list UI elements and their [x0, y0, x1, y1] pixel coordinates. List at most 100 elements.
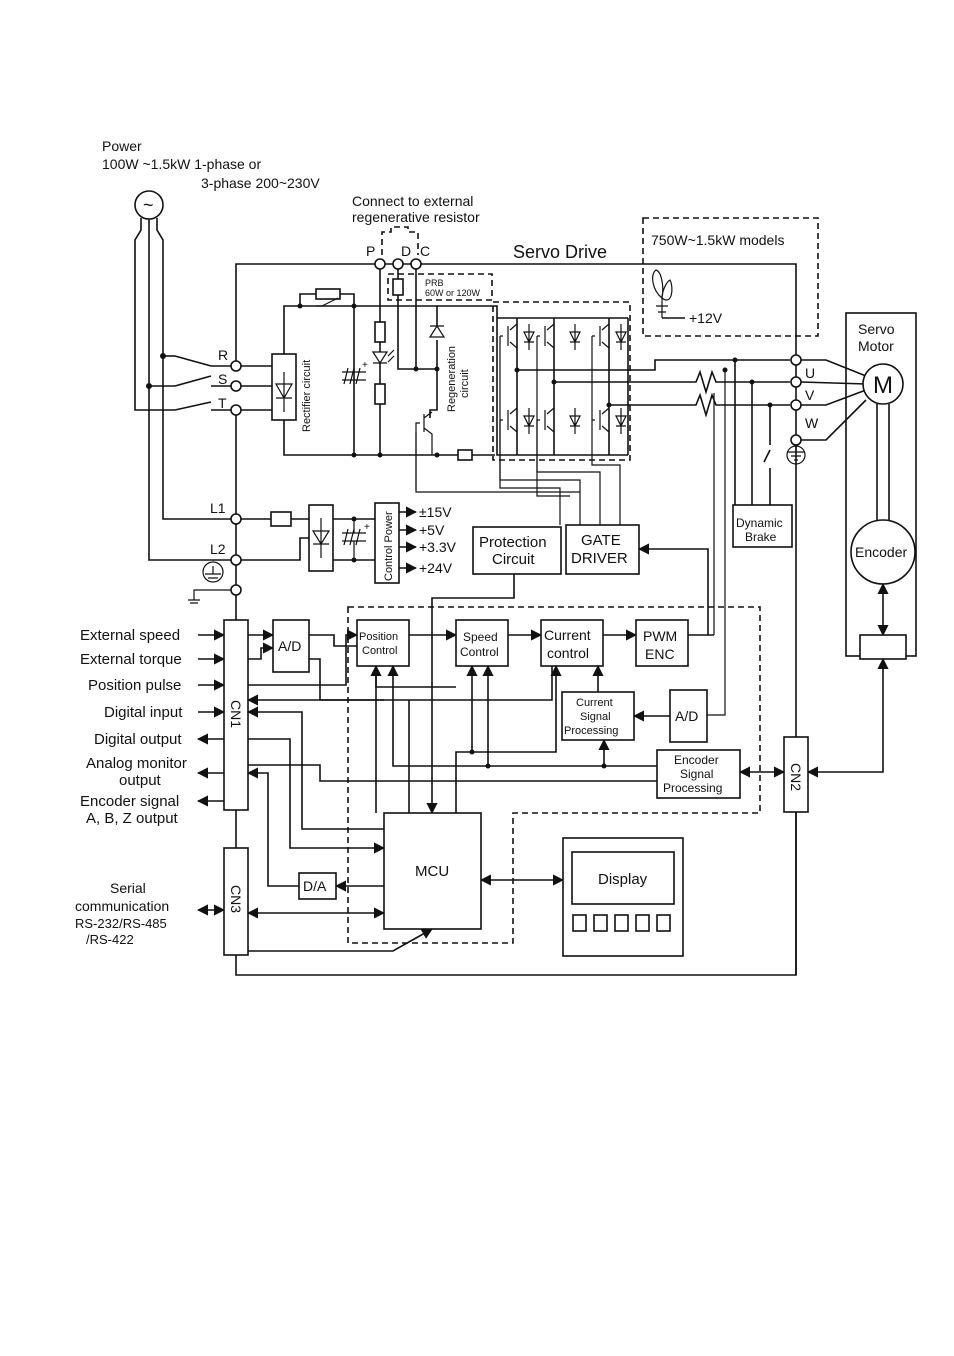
speed-control-label: Speed [463, 630, 498, 644]
signal-encoder-output: Encoder signal [80, 793, 179, 810]
terminal-p-label: P [366, 243, 375, 259]
current-signal-label-2: Signal [580, 711, 611, 723]
ad-converter-box[interactable] [272, 619, 310, 673]
cn3-connector[interactable] [223, 847, 249, 956]
terminal-s-label: S [218, 371, 227, 387]
dynamic-brake-box[interactable] [732, 504, 793, 548]
ad-label: A/D [278, 638, 301, 654]
motor-m-label: M [873, 372, 893, 399]
regen-transistor-icon [415, 411, 433, 490]
motor-symbol [862, 363, 904, 405]
mcu-box[interactable] [383, 812, 482, 930]
terminal-v [790, 376, 802, 388]
terminal-l1 [230, 513, 242, 525]
control-input-resistor [270, 511, 292, 527]
cn1-connector[interactable] [223, 619, 249, 811]
current-signal-label: Current [576, 697, 613, 709]
signal-digital-input: Digital input [104, 704, 183, 721]
voltage-3v3: +3.3V [419, 539, 457, 555]
enc-label: ENC [645, 646, 675, 662]
terminal-r-label: R [218, 347, 228, 363]
protection-circuit-box[interactable] [472, 526, 562, 575]
pwm-enc-box[interactable] [635, 619, 689, 667]
rectifier-diode-icon [274, 372, 294, 412]
control-power-label: Control Power [383, 511, 395, 581]
regen-resistor-label: regenerative resistor [352, 209, 480, 225]
regen-diode-icon [428, 324, 446, 338]
voltage-5v: +5V [419, 522, 445, 538]
regeneration-circuit-label: circuit [459, 369, 471, 398]
control-dashed-box [347, 606, 761, 944]
control-capacitor-icon [342, 519, 366, 560]
encoder-signal-label-2: Signal [680, 767, 713, 781]
da-label: D/A [303, 878, 327, 894]
ground-symbol-left [202, 561, 224, 583]
prb-dashed-box [387, 273, 493, 301]
terminal-c-label: C [420, 243, 430, 259]
position-control-box[interactable] [356, 619, 410, 667]
speed-control-box[interactable] [455, 619, 509, 667]
fan-dashed-box [642, 217, 819, 337]
bus-capacitor-icon [342, 367, 366, 385]
bus-resistor-bottom [374, 383, 386, 405]
cn3-label: CN3 [228, 885, 244, 913]
signal-external-speed: External speed [80, 627, 180, 644]
phase-v-wire [554, 369, 790, 395]
terminal-pe [790, 434, 802, 446]
terminal-s [230, 380, 242, 392]
dc-bus-top [283, 305, 354, 354]
speed-control-label-2: Control [460, 645, 499, 659]
rectifier-label: Rectifier circuit [301, 360, 313, 432]
current-signal-label-3: Processing [564, 725, 618, 737]
encoder-label: Encoder [855, 544, 907, 560]
precharge-path [299, 293, 355, 306]
charge-led-icon [371, 349, 395, 365]
servo-motor-label: Servo [858, 321, 895, 337]
terminal-l2-label: L2 [210, 541, 226, 557]
display-label: Display [598, 871, 648, 888]
brake-switch [763, 405, 771, 505]
encoder-signal-label: Encoder [674, 753, 719, 767]
signal-abz-output: A, B, Z output [86, 810, 179, 827]
terminal-c [410, 258, 422, 270]
current-control-box[interactable] [540, 619, 604, 667]
regeneration-label: Regeneration [446, 346, 458, 412]
control-rectifier-diode-icon [311, 518, 331, 558]
servo-motor-label-2: Motor [858, 338, 894, 354]
svg-text:+: + [362, 360, 368, 371]
position-control-label: Position [359, 631, 398, 643]
terminal-l2 [230, 554, 242, 566]
pwm-label: PWM [643, 628, 677, 644]
current-control-label-2: control [547, 645, 589, 661]
signal-position-pulse: Position pulse [88, 677, 181, 694]
fan-models-label: 750W~1.5kW models [651, 232, 784, 248]
external-resistor-dashed [381, 226, 419, 255]
position-control-label-2: Control [362, 645, 397, 657]
serial-comm-label: communication [75, 898, 169, 914]
terminal-ground [230, 584, 242, 596]
cn2-label: CN2 [788, 763, 804, 791]
display-keypad[interactable] [572, 914, 671, 932]
encoder-connector [859, 634, 907, 660]
terminal-u [790, 354, 802, 366]
power-phase-label: 3-phase 200~230V [201, 175, 320, 191]
inverter-dashed-box [492, 301, 631, 461]
dynamic-brake-label-2: Brake [745, 530, 777, 544]
ad-converter-2-box[interactable] [669, 689, 708, 743]
terminal-w [790, 399, 802, 411]
encoder-signal-label-3: Processing [663, 781, 722, 795]
cn1-label: CN1 [228, 700, 244, 728]
cn2-connector[interactable] [783, 736, 809, 813]
ground-symbol-right [788, 445, 804, 461]
terminal-d [392, 258, 404, 270]
ac-source-tilde: ~ [143, 195, 154, 215]
gate-driver-box[interactable] [565, 524, 640, 575]
fan-icon [652, 269, 673, 318]
serial-rs422-label: /RS-422 [86, 932, 134, 947]
terminal-r [230, 360, 242, 372]
encoder-signal-processing-box[interactable] [656, 749, 741, 799]
terminal-l1-label: L1 [210, 500, 226, 516]
voltage-24v: +24V [419, 560, 453, 576]
gate-driver-label: GATE [581, 532, 621, 549]
